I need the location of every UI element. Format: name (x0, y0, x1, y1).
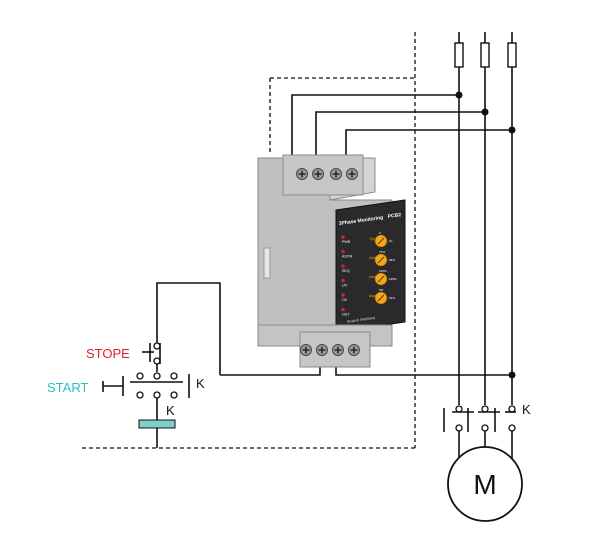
bottom-terminal-screw-3 (332, 344, 344, 356)
knob-min: 5% (379, 288, 384, 292)
main-contacts-label: K (522, 402, 531, 417)
dashed-enclosure (82, 32, 416, 449)
bottom-terminal-screw-4 (348, 344, 360, 356)
fuse-l1 (454, 42, 464, 68)
adjust-knob: T(s) 0 10 (369, 231, 393, 248)
coil-label: K (166, 403, 175, 418)
fuse-l3 (507, 42, 517, 68)
bottom-terminal-screw-2 (316, 344, 328, 356)
knob-max: 10 (389, 239, 393, 243)
stop-button: STOPE (86, 342, 161, 365)
led-label: UV (342, 284, 348, 288)
led-ov: OV (341, 293, 348, 302)
motor-label: M (473, 469, 496, 500)
top-terminal-screw-2 (312, 168, 324, 180)
top-terminal-screw-1 (296, 168, 308, 180)
device-model: PCB2 (387, 212, 401, 220)
led-out: OUT (341, 307, 350, 317)
knob-max: 15% (389, 296, 395, 300)
phase-monitoring-relay: 3Phase Monitoring PCB2 PWRASYMSEQUVOVOUT… (257, 154, 406, 368)
main-contacts: K (443, 402, 531, 462)
top-terminal-screw-4 (346, 168, 358, 180)
knob-label: Umin (369, 256, 377, 260)
knob-label: Asym (369, 294, 378, 298)
led-pwr: PWR (341, 235, 351, 244)
led-label: OV (342, 298, 348, 302)
knob-max: 95% (389, 258, 395, 262)
top-terminal-screw-3 (330, 168, 342, 180)
led-label: PWR (342, 240, 351, 244)
top-connections (291, 91, 516, 160)
contactor-coil: K (138, 403, 176, 448)
led-uv: UV (341, 278, 348, 288)
led-label: OUT (342, 313, 350, 317)
device-brand: SHAHJI PARSIAN (347, 316, 376, 324)
start-label: START (47, 380, 88, 395)
start-button: START K (47, 364, 205, 420)
front-panel (335, 199, 406, 333)
knob-label: T(s) (369, 237, 375, 241)
led-label: SEQ (342, 269, 350, 273)
aux-contact-label: K (196, 376, 205, 391)
led-asym: ASYM (341, 249, 352, 259)
stop-label: STOPE (86, 346, 130, 361)
led-label: ASYM (342, 255, 352, 259)
knob-min: 75% (379, 250, 385, 254)
fuse-l2 (480, 42, 490, 68)
knob-label: Umax (369, 275, 378, 279)
motor: M (447, 446, 523, 522)
bottom-terminal-screw-1 (300, 344, 312, 356)
knob-min: 0 (379, 231, 381, 235)
knob-min: 105% (379, 269, 387, 273)
coil-k (138, 419, 176, 429)
led-seq: SEQ (341, 264, 350, 273)
phase-lines (454, 32, 517, 405)
knob-max: 125% (389, 277, 397, 281)
